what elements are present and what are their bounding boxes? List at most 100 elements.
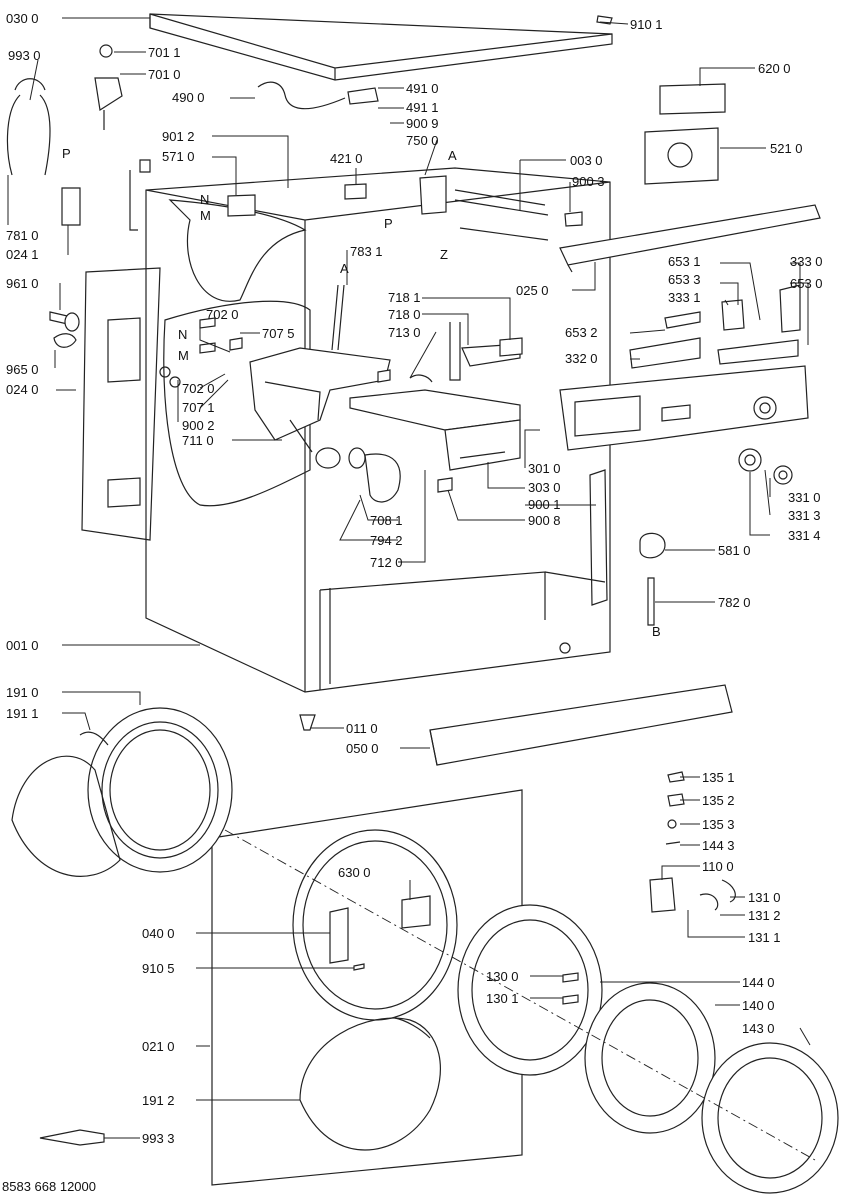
detergent-drawer bbox=[349, 389, 521, 471]
label-961-0: 961 0 bbox=[6, 276, 39, 291]
label-712-0: 712 0 bbox=[370, 555, 403, 570]
top-lid bbox=[149, 13, 613, 81]
label-331-3: 331 3 bbox=[788, 508, 821, 523]
label-707-1: 707 1 bbox=[182, 400, 215, 415]
part-labels: 030 0 910 1 993 0 701 1 701 0 490 0 491 … bbox=[6, 11, 823, 1146]
label-993-3: 993 3 bbox=[142, 1131, 175, 1146]
label-581-0: 581 0 bbox=[718, 543, 751, 558]
bottom-gasket bbox=[299, 1017, 441, 1151]
label-900-8: 900 8 bbox=[528, 513, 561, 528]
marker-n-top: N bbox=[200, 192, 209, 207]
label-332-0: 332 0 bbox=[565, 351, 598, 366]
label-333-1: 333 1 bbox=[668, 290, 701, 305]
door-axis-line bbox=[224, 829, 816, 1161]
label-301-0: 301 0 bbox=[528, 461, 561, 476]
label-701-1: 701 1 bbox=[148, 45, 181, 60]
label-491-1: 491 1 bbox=[406, 100, 439, 115]
label-701-0: 701 0 bbox=[148, 67, 181, 82]
label-490-0: 490 0 bbox=[172, 90, 205, 105]
front-panel bbox=[211, 789, 523, 1186]
label-030-0: 030 0 bbox=[6, 11, 39, 26]
label-653-2: 653 2 bbox=[565, 325, 598, 340]
label-024-0: 024 0 bbox=[6, 382, 39, 397]
label-131-1: 131 1 bbox=[748, 930, 781, 945]
marker-a-rod: A bbox=[340, 261, 349, 276]
label-707-5: 707 5 bbox=[262, 326, 295, 341]
label-050-0: 050 0 bbox=[346, 741, 379, 756]
label-021-0: 021 0 bbox=[142, 1039, 175, 1054]
label-143-0: 143 0 bbox=[742, 1021, 775, 1036]
label-191-2: 191 2 bbox=[142, 1093, 175, 1108]
electronic-board bbox=[644, 83, 726, 185]
label-910-1: 910 1 bbox=[630, 17, 663, 32]
label-901-2: 901 2 bbox=[162, 129, 195, 144]
marker-n-mid: N bbox=[178, 327, 187, 342]
label-653-0: 653 0 bbox=[790, 276, 823, 291]
cabinet-frame bbox=[145, 167, 611, 693]
label-965-0: 965 0 bbox=[6, 362, 39, 377]
label-144-0: 144 0 bbox=[742, 975, 775, 990]
door-frame bbox=[457, 904, 603, 1076]
label-331-4: 331 4 bbox=[788, 528, 821, 543]
label-331-0: 331 0 bbox=[788, 490, 821, 505]
label-144-3: 144 3 bbox=[702, 838, 735, 853]
label-025-0: 025 0 bbox=[516, 283, 549, 298]
label-702-0-a: 702 0 bbox=[206, 307, 239, 322]
label-421-0: 421 0 bbox=[330, 151, 363, 166]
door-outer bbox=[701, 1042, 839, 1194]
control-panel-rail bbox=[559, 204, 821, 273]
marker-p-hose: P bbox=[62, 146, 71, 161]
door-gasket-ring bbox=[11, 707, 233, 877]
label-630-0: 630 0 bbox=[338, 865, 371, 880]
label-135-1: 135 1 bbox=[702, 770, 735, 785]
label-024-1: 024 1 bbox=[6, 247, 39, 262]
label-718-0: 718 0 bbox=[388, 307, 421, 322]
label-900-2: 900 2 bbox=[182, 418, 215, 433]
marker-m-mid: M bbox=[178, 348, 189, 363]
leader-lines bbox=[7, 17, 811, 1139]
label-131-2: 131 2 bbox=[748, 908, 781, 923]
label-130-0: 130 0 bbox=[486, 969, 519, 984]
label-191-0: 191 0 bbox=[6, 685, 39, 700]
letter-markers: P A P Z N M A N M B bbox=[62, 146, 661, 639]
label-491-0: 491 0 bbox=[406, 81, 439, 96]
document-number: 8583 668 12000 bbox=[2, 1179, 96, 1194]
label-794-2: 794 2 bbox=[370, 533, 403, 548]
label-135-3: 135 3 bbox=[702, 817, 735, 832]
label-900-1: 900 1 bbox=[528, 497, 561, 512]
label-781-0: 781 0 bbox=[6, 228, 39, 243]
label-708-1: 708 1 bbox=[370, 513, 403, 528]
label-011-0: 011 0 bbox=[346, 721, 378, 736]
label-333-0: 333 0 bbox=[790, 254, 823, 269]
label-303-0: 303 0 bbox=[528, 480, 561, 495]
label-718-1: 718 1 bbox=[388, 290, 421, 305]
marker-b: B bbox=[652, 624, 661, 639]
label-110-0: 110 0 bbox=[702, 859, 734, 874]
label-521-0: 521 0 bbox=[770, 141, 803, 156]
label-702-0-b: 702 0 bbox=[182, 381, 215, 396]
label-750-0: 750 0 bbox=[406, 133, 439, 148]
label-571-0: 571 0 bbox=[162, 149, 195, 164]
label-783-1: 783 1 bbox=[350, 244, 383, 259]
label-713-0: 713 0 bbox=[388, 325, 421, 340]
label-910-5: 910 5 bbox=[142, 961, 175, 976]
label-003-0: 003 0 bbox=[570, 153, 603, 168]
label-040-0: 040 0 bbox=[142, 926, 175, 941]
program-knob bbox=[738, 448, 793, 485]
kickplate bbox=[429, 684, 733, 766]
control-fascia bbox=[559, 365, 809, 451]
label-620-0: 620 0 bbox=[758, 61, 791, 76]
label-191-1: 191 1 bbox=[6, 706, 39, 721]
label-001-0: 001 0 bbox=[6, 638, 39, 653]
label-130-1: 130 1 bbox=[486, 991, 519, 1006]
label-711-0: 711 0 bbox=[182, 433, 214, 448]
small-components bbox=[6, 15, 801, 1146]
label-993-0: 993 0 bbox=[8, 48, 41, 63]
label-653-3: 653 3 bbox=[668, 272, 701, 287]
label-900-3: 900 3 bbox=[572, 174, 605, 189]
marker-m-top: M bbox=[200, 208, 211, 223]
label-135-2: 135 2 bbox=[702, 793, 735, 808]
marker-z: Z bbox=[440, 247, 448, 262]
inlet-hose bbox=[348, 447, 401, 503]
